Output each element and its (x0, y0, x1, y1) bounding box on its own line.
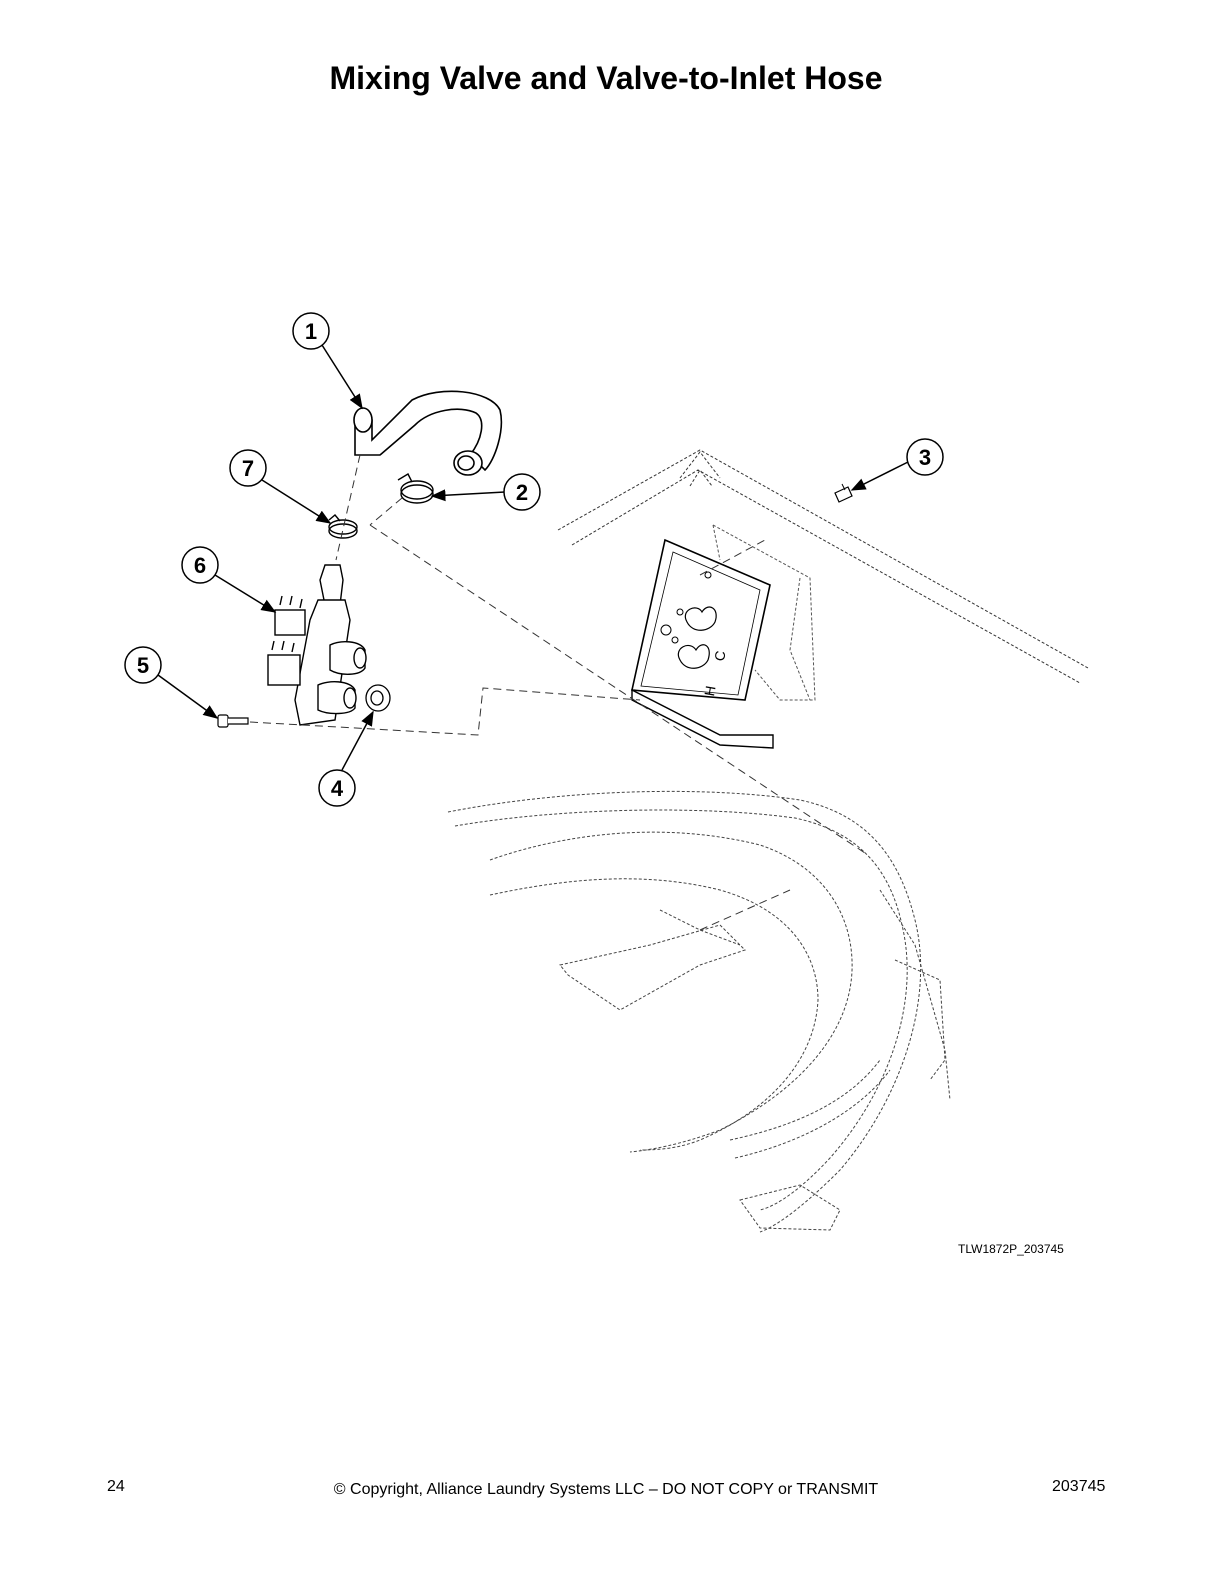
inlet-hose-part-1 (353, 390, 503, 476)
page-title: Mixing Valve and Valve-to-Inlet Hose (329, 60, 883, 96)
callout-label: 5 (137, 653, 149, 678)
filter-screen-part-4 (365, 684, 391, 712)
leader-line-1 (321, 344, 363, 410)
copyright-notice: © Copyright, Alliance Laundry Systems LL… (333, 1481, 879, 1498)
callout-1: 1 (292, 312, 330, 350)
drawing-id: TLW1872P_203745 (958, 1242, 1064, 1256)
leader-line-4 (341, 710, 374, 771)
callout-label: 1 (305, 319, 317, 344)
hot-label: H (701, 685, 719, 698)
page-number: 24 (107, 1478, 125, 1495)
leader-line-2 (430, 489, 506, 502)
leader-line-7 (261, 479, 332, 524)
callout-3: 3 (906, 438, 944, 476)
screw-part-3 (834, 483, 853, 503)
callout-4: 4 (318, 769, 356, 807)
assembly-lines (249, 454, 869, 931)
callout-7: 7 (229, 449, 267, 487)
washer-top-cover (447, 790, 951, 1233)
valve-mounting-bracket: C H (631, 524, 816, 749)
callout-6: 6 (181, 546, 219, 584)
document-number: 203745 (1052, 1478, 1106, 1495)
cold-label: C (711, 650, 729, 663)
callout-5: 5 (124, 646, 162, 684)
cabinet-top-rail (557, 449, 1089, 684)
mixing-valve-part-6 (267, 564, 367, 726)
callout-label: 6 (194, 553, 206, 578)
callout-label: 4 (331, 776, 344, 801)
callout-2: 2 (503, 473, 541, 511)
callout-label: 7 (242, 456, 254, 481)
callout-label: 3 (919, 445, 931, 470)
leader-line-3 (850, 461, 909, 491)
callout-label: 2 (516, 480, 528, 505)
leader-line-6 (214, 574, 277, 613)
leader-line-5 (157, 674, 219, 719)
screw-part-5 (217, 714, 249, 728)
leader-lines (157, 344, 909, 771)
hose-clamp-part-7 (328, 514, 358, 539)
hose-clamp-part-2 (397, 473, 434, 504)
